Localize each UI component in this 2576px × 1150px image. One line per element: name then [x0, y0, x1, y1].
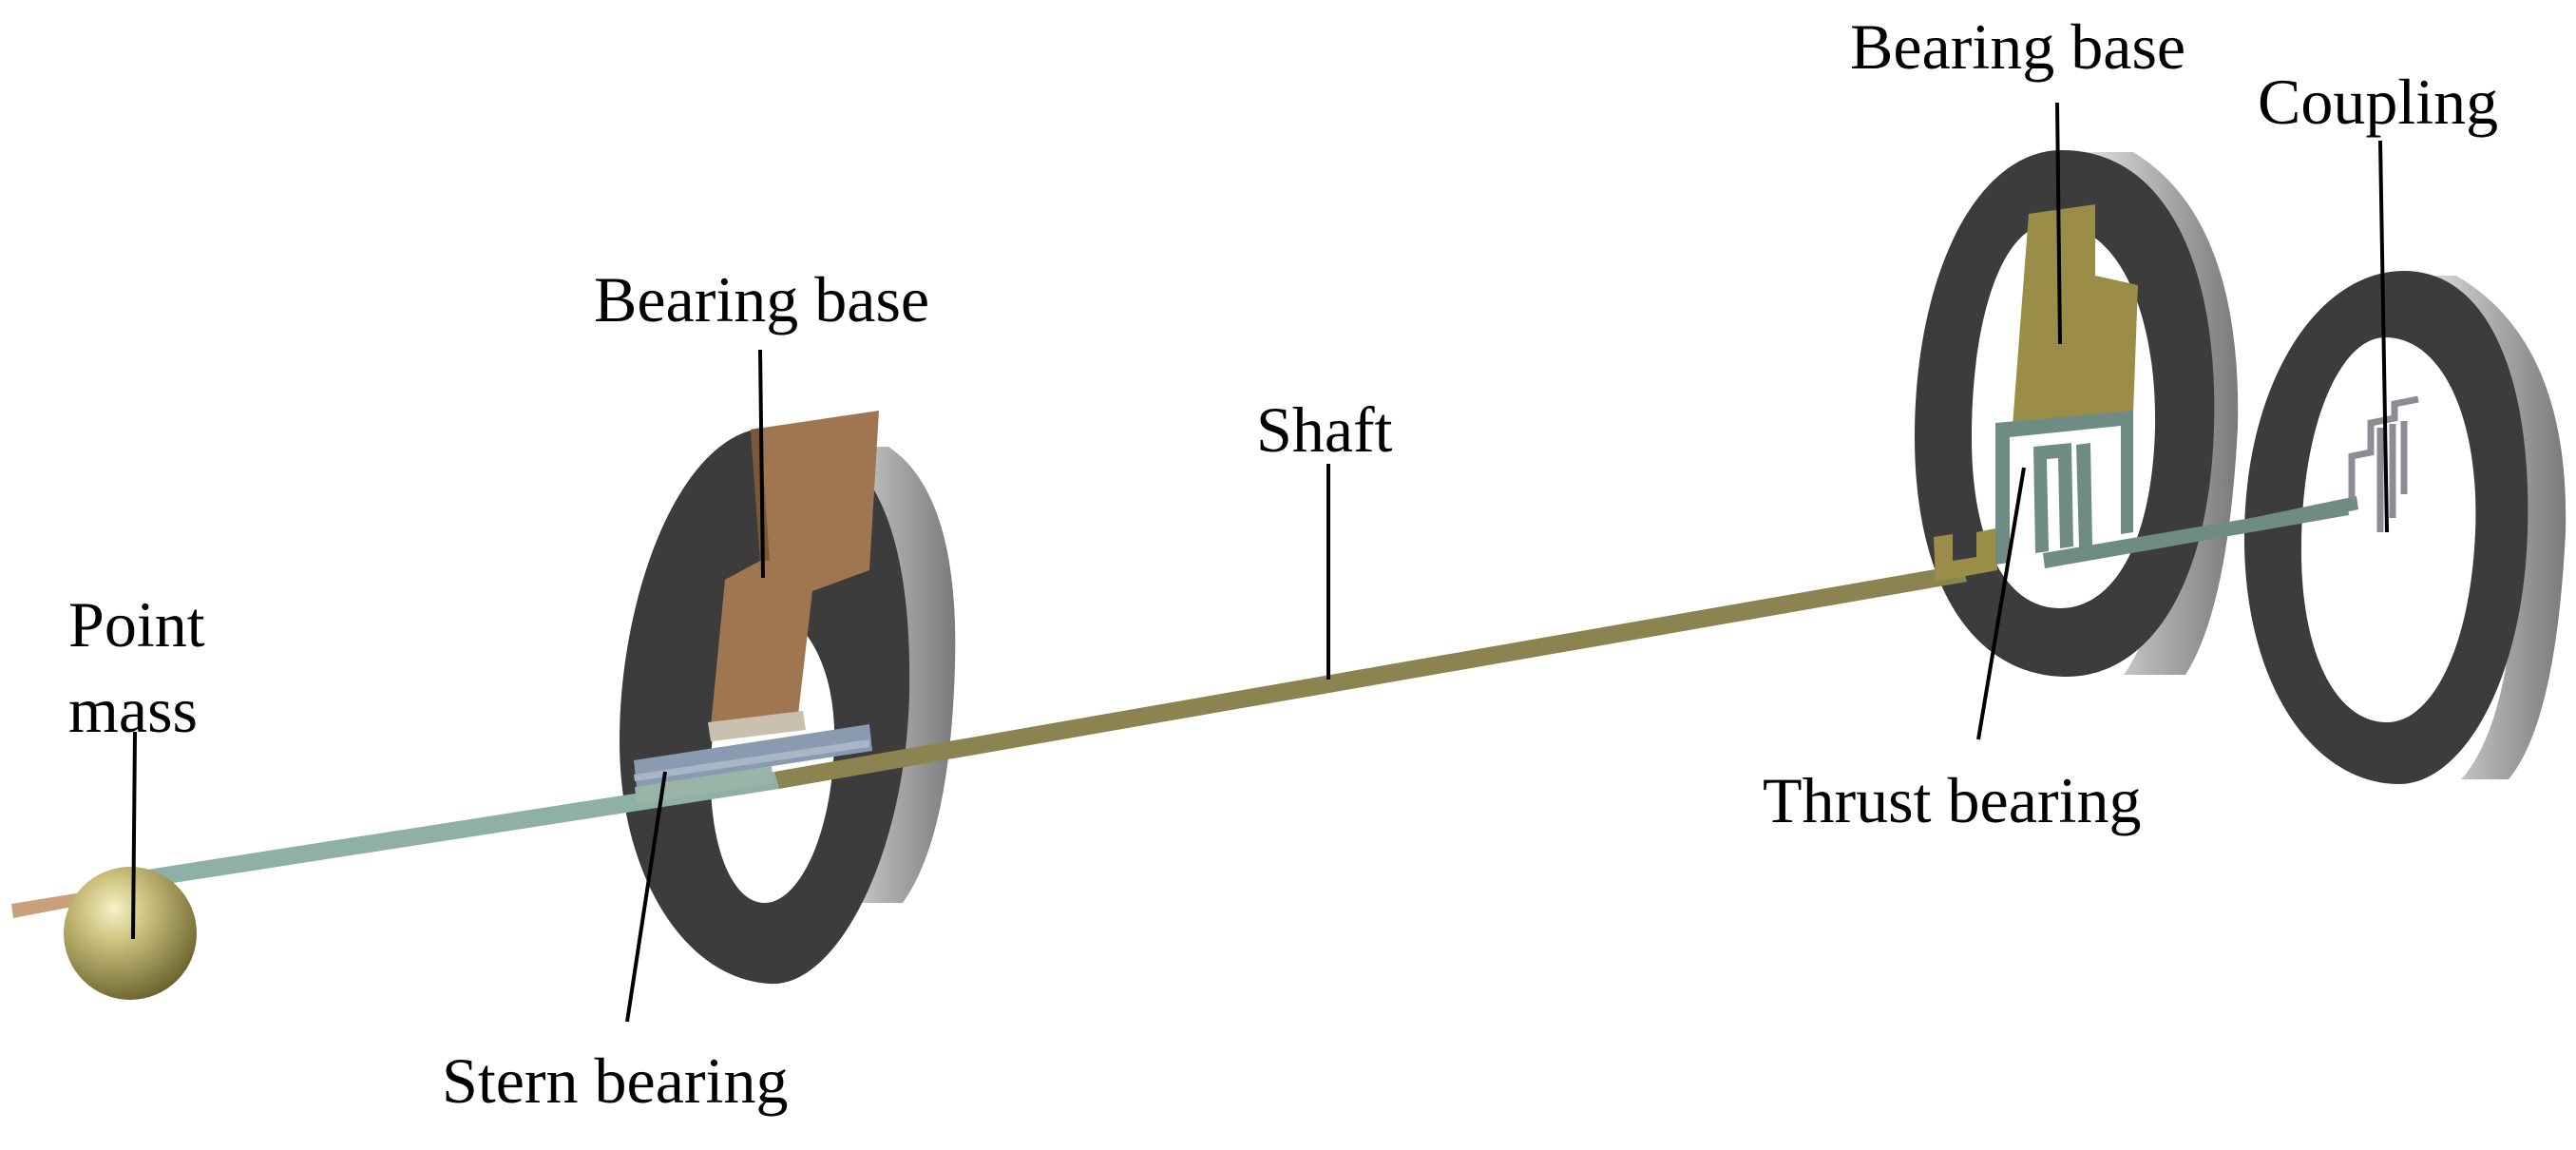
coupling-ring: [2243, 271, 2566, 784]
thrust-olive-block: [1934, 528, 1997, 582]
shaft-teal-segment: [105, 772, 779, 893]
leader-point-mass: [131, 731, 137, 940]
left-bearing-base-foot: [708, 711, 806, 741]
label-bearing-base-right: Bearing base: [1850, 10, 2185, 83]
label-coupling: Coupling: [2258, 66, 2498, 138]
thrust-teal-bracket: [1995, 411, 2133, 565]
label-thrust-bearing: Thrust bearing: [1763, 764, 2141, 836]
leader-bearing-base-right: [2055, 102, 2062, 345]
shaft-coupling-link: [2238, 496, 2358, 534]
label-bearing-base-left: Bearing base: [594, 263, 929, 335]
leader-thrust-bearing: [1976, 467, 2026, 740]
stern-bearing-mid: [634, 739, 869, 781]
point-mass-ball: [64, 867, 197, 1000]
label-point-mass-line1: Point: [68, 588, 205, 661]
label-stern-bearing: Stern bearing: [442, 1045, 788, 1117]
shaft-olive-segment: [774, 565, 1967, 789]
thrust-bearing-part: [1934, 411, 2133, 582]
leader-stern-bearing: [625, 771, 667, 1023]
stern-bearing-part: [634, 724, 872, 804]
coupling-part: [2348, 395, 2419, 532]
leader-bearing-base-left: [758, 349, 765, 579]
left-bearing-base-plate: [711, 411, 879, 726]
coupling-stair: [2348, 395, 2419, 499]
label-shaft: Shaft: [1256, 393, 1393, 466]
right-bearing-base: [2013, 204, 2138, 426]
label-point-mass-line2: mass: [68, 674, 198, 746]
shaft: [11, 496, 2358, 918]
leader-coupling: [2378, 140, 2389, 533]
coupling-ring-rim: [2409, 276, 2566, 779]
right-bearing-base-plate: [2013, 204, 2138, 426]
stern-bearing-bottom: [635, 766, 773, 804]
coupling-ring-face: [2243, 271, 2528, 784]
coupling-tines: [2376, 421, 2408, 532]
